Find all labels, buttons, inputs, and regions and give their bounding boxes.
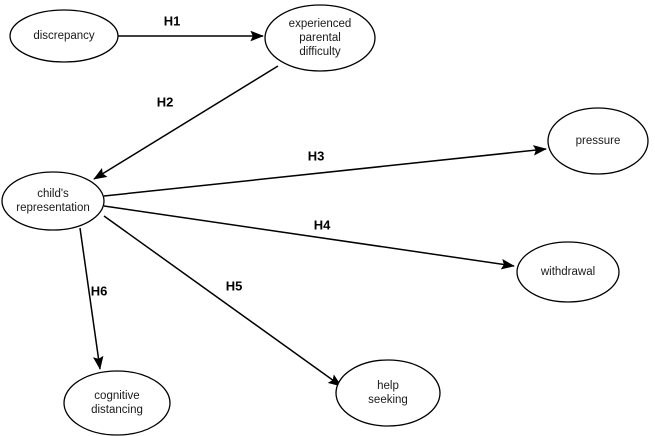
edge-h4 [103,205,515,270]
edge-label-h1: H1 [164,13,181,28]
edge-h2 [93,65,279,180]
node-label-help-seeking: seeking [368,394,408,406]
node-label-childs-representation: child's [37,188,69,200]
node-shape-cognitive-distancing [63,370,171,436]
node-experienced-parental-difficulty: experienced parental difficulty [264,4,376,72]
node-shape-withdrawal [516,241,620,303]
node-shape-help-seeking [335,359,441,427]
edge-label-h2: H2 [157,94,174,109]
node-help-seeking: help seeking [335,359,441,427]
node-shape-childs-representation [1,171,105,231]
edge-label-h5: H5 [226,278,243,293]
node-label-help-seeking: help [377,380,399,392]
node-shape-pressure [547,107,649,175]
node-label-childs-representation: representation [16,202,90,214]
node-discrepancy: discrepancy [9,9,119,63]
edge-h5 [103,215,342,387]
node-label-experienced-parental-difficulty: difficulty [299,46,341,58]
edge-label-h4: H4 [314,217,331,232]
node-pressure: pressure [547,107,649,175]
node-cognitive-distancing: cognitive distancing [63,370,171,436]
edge-label-h6: H6 [91,283,108,298]
node-label-cognitive-distancing: distancing [91,404,143,416]
node-label-pressure: pressure [576,135,621,147]
edge-h6 [79,227,104,370]
node-label-experienced-parental-difficulty: parental [299,32,341,44]
nodes-layer: discrepancy experienced parental difficulty… [1,4,649,436]
node-withdrawal: withdrawal [516,241,620,303]
node-shape-experienced-parental-difficulty [264,4,376,72]
node-shape-discrepancy [9,9,119,63]
node-childs-representation: child's representation [1,171,105,231]
edges-layer [79,30,547,387]
node-label-discrepancy: discrepancy [33,30,95,42]
node-label-experienced-parental-difficulty: experienced [289,18,352,30]
edge-label-h3: H3 [308,148,325,163]
node-label-cognitive-distancing: cognitive [94,390,139,402]
edge-h3 [103,145,547,197]
node-label-withdrawal: withdrawal [540,266,595,278]
